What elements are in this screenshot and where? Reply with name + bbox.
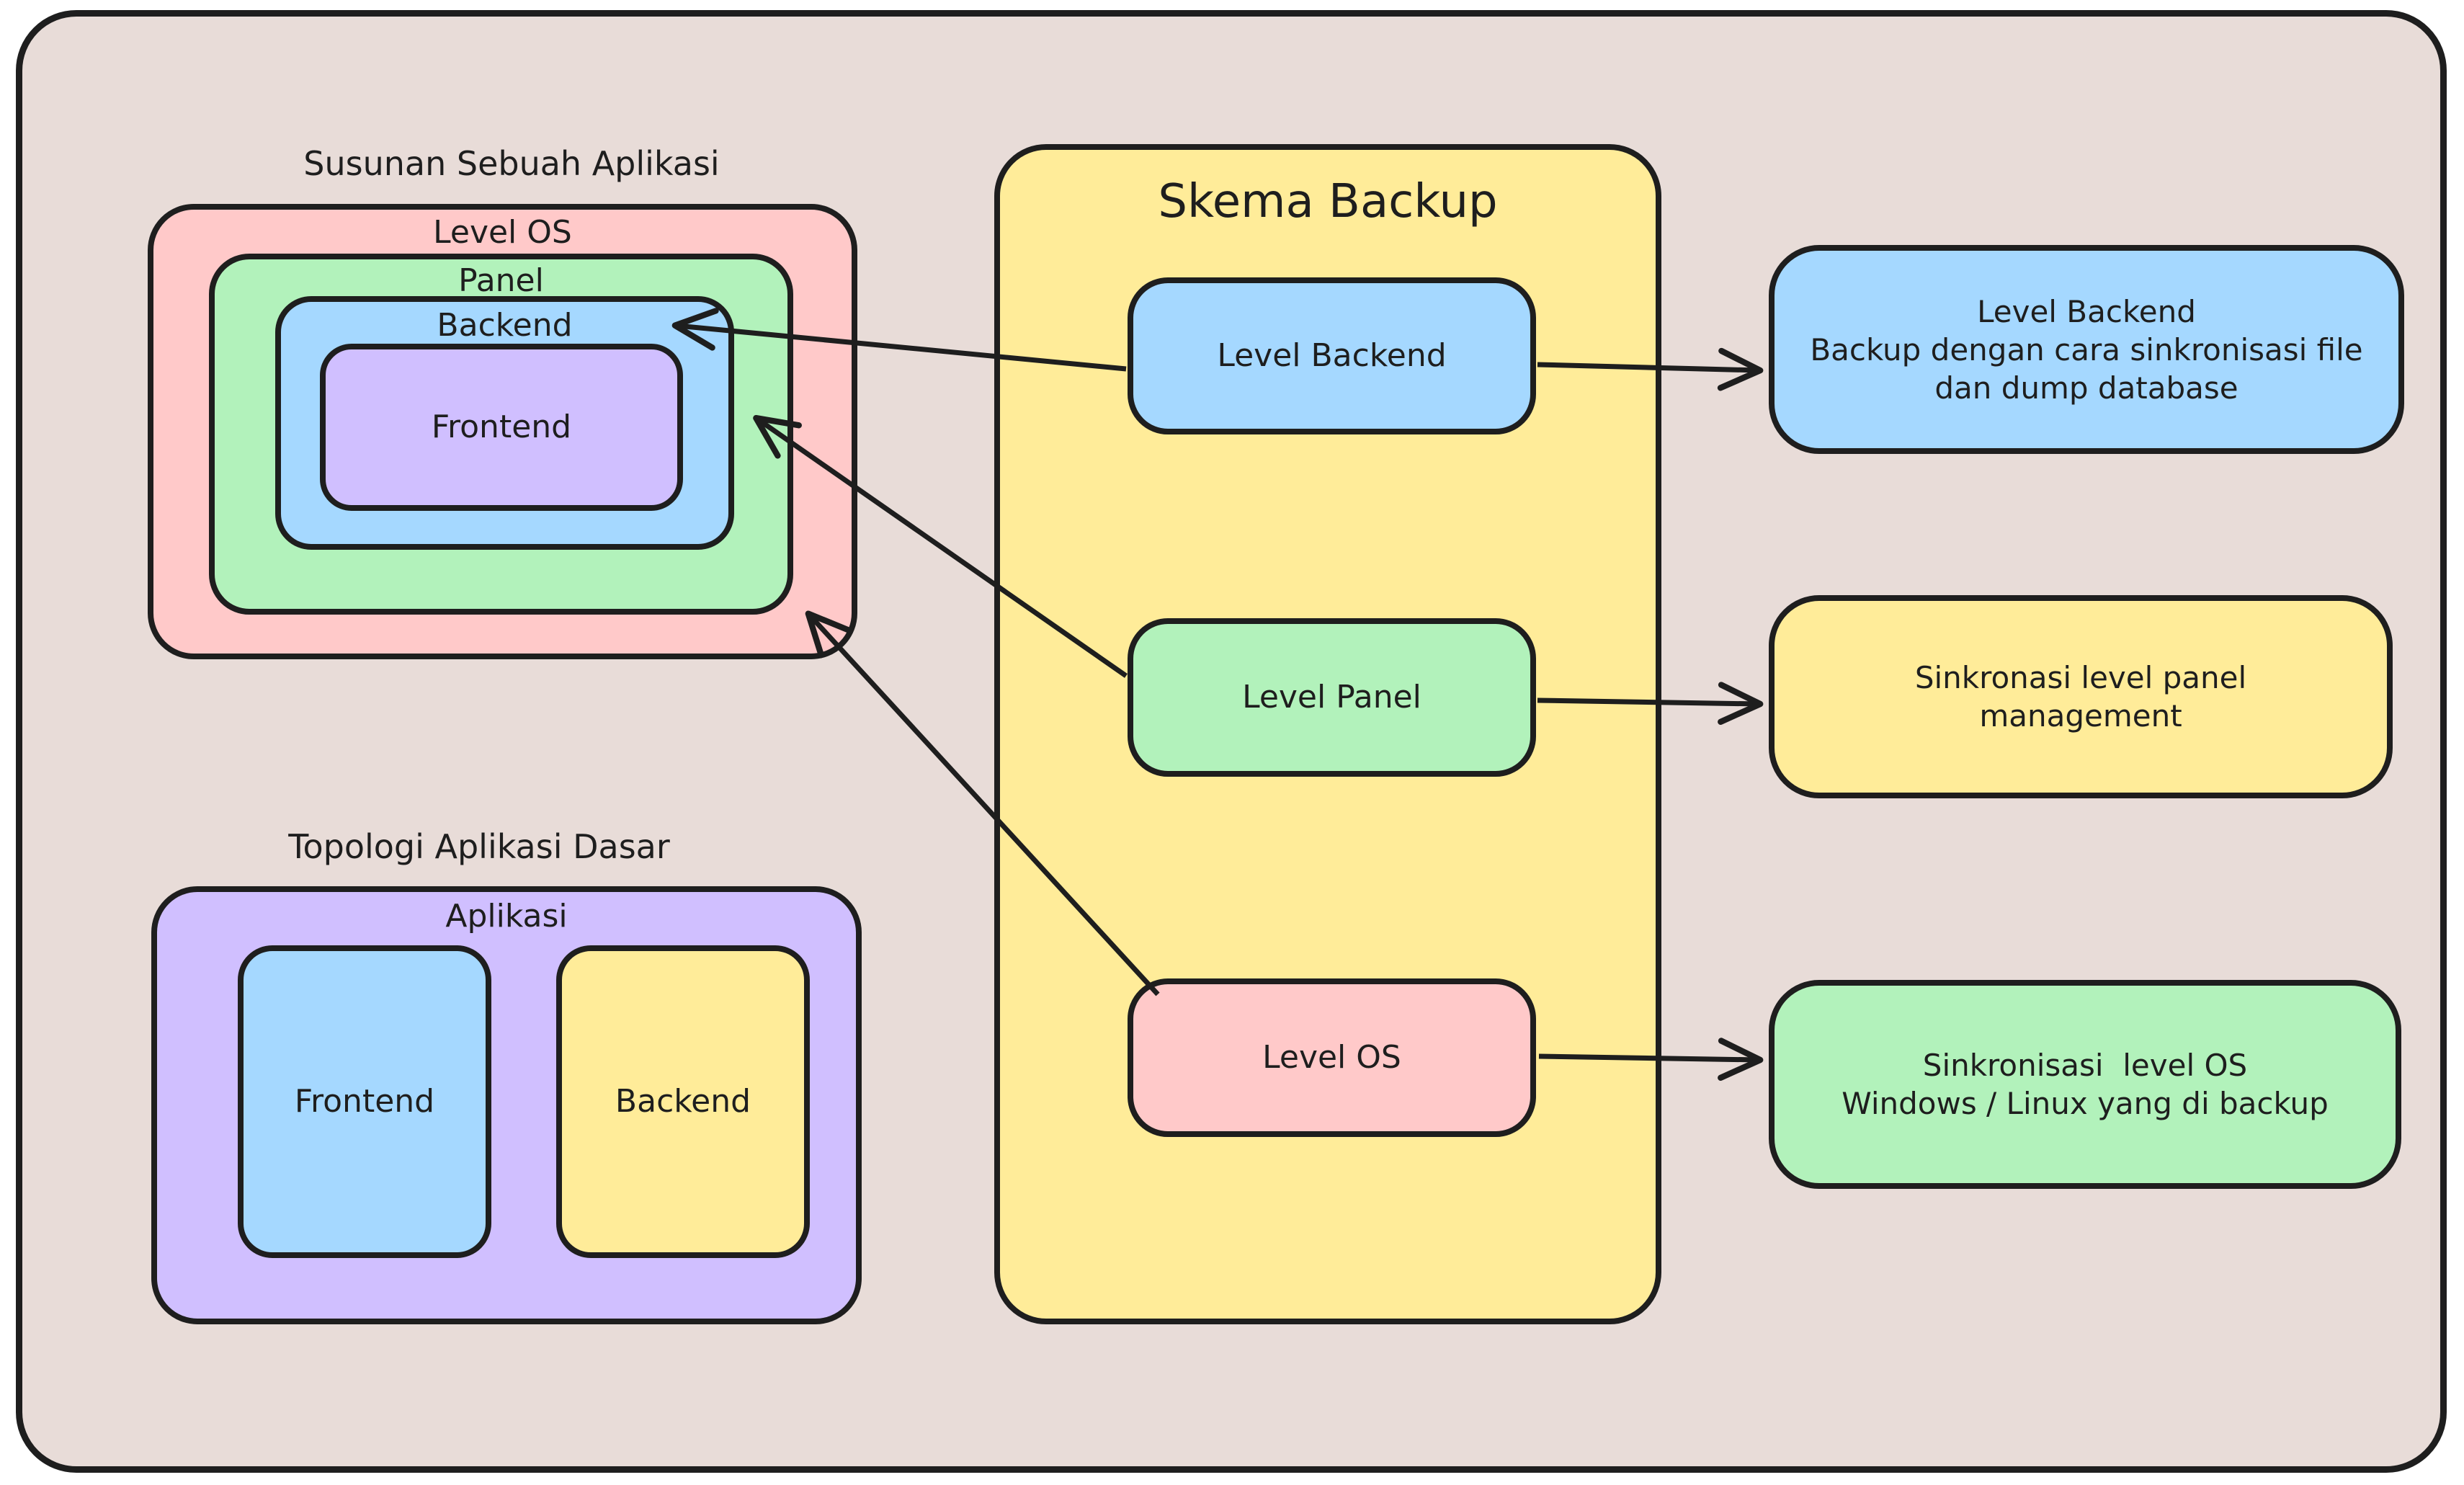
susunan-panel-label: Panel: [458, 262, 544, 299]
result-level-panel: Sinkronasi level panel management: [1769, 595, 2393, 798]
skema-level-os-label: Level OS: [1262, 1039, 1401, 1076]
result-line: Sinkronasi level panel management: [1914, 660, 2257, 733]
topologi-title: Topologi Aplikasi Dasar: [288, 827, 670, 866]
result-level-os: Sinkronisasi level OS Windows / Linux ya…: [1769, 980, 2401, 1189]
susunan-backend-label: Backend: [437, 307, 573, 344]
topologi-frontend-label: Frontend: [294, 1083, 435, 1120]
skema-backup-title: Skema Backup: [1158, 175, 1498, 228]
result-level-backend: Level Backend Backup dengan cara sinkron…: [1769, 245, 2404, 454]
result-level-backend-text: Level Backend Backup dengan cara sinkron…: [1775, 251, 2398, 448]
result-level-os-text: Sinkronisasi level OS Windows / Linux ya…: [1775, 986, 2396, 1183]
topologi-aplikasi-label: Aplikasi: [445, 898, 568, 935]
topologi-backend-box: Backend: [556, 945, 810, 1258]
result-line: Sinkronisasi level OS: [1922, 1048, 2248, 1083]
result-line: Windows / Linux yang di backup: [1842, 1086, 2329, 1121]
result-line: Backup dengan cara sinkronisasi file dan…: [1810, 331, 2373, 406]
result-level-panel-text: Sinkronasi level panel management: [1775, 601, 2387, 793]
topologi-frontend-box: Frontend: [238, 945, 491, 1258]
skema-level-backend-label: Level Backend: [1217, 337, 1447, 374]
skema-level-backend: Level Backend: [1128, 277, 1536, 434]
skema-level-panel: Level Panel: [1128, 618, 1536, 777]
susunan-frontend-layer: Frontend: [320, 344, 683, 511]
result-line: Level Backend: [1977, 293, 2196, 329]
susunan-level-os-label: Level OS: [433, 214, 572, 251]
skema-level-os: Level OS: [1128, 978, 1536, 1137]
susunan-title: Susunan Sebuah Aplikasi: [303, 144, 720, 183]
skema-level-panel-label: Level Panel: [1242, 679, 1421, 715]
topologi-backend-label: Backend: [615, 1083, 751, 1120]
susunan-frontend-label: Frontend: [431, 409, 572, 445]
